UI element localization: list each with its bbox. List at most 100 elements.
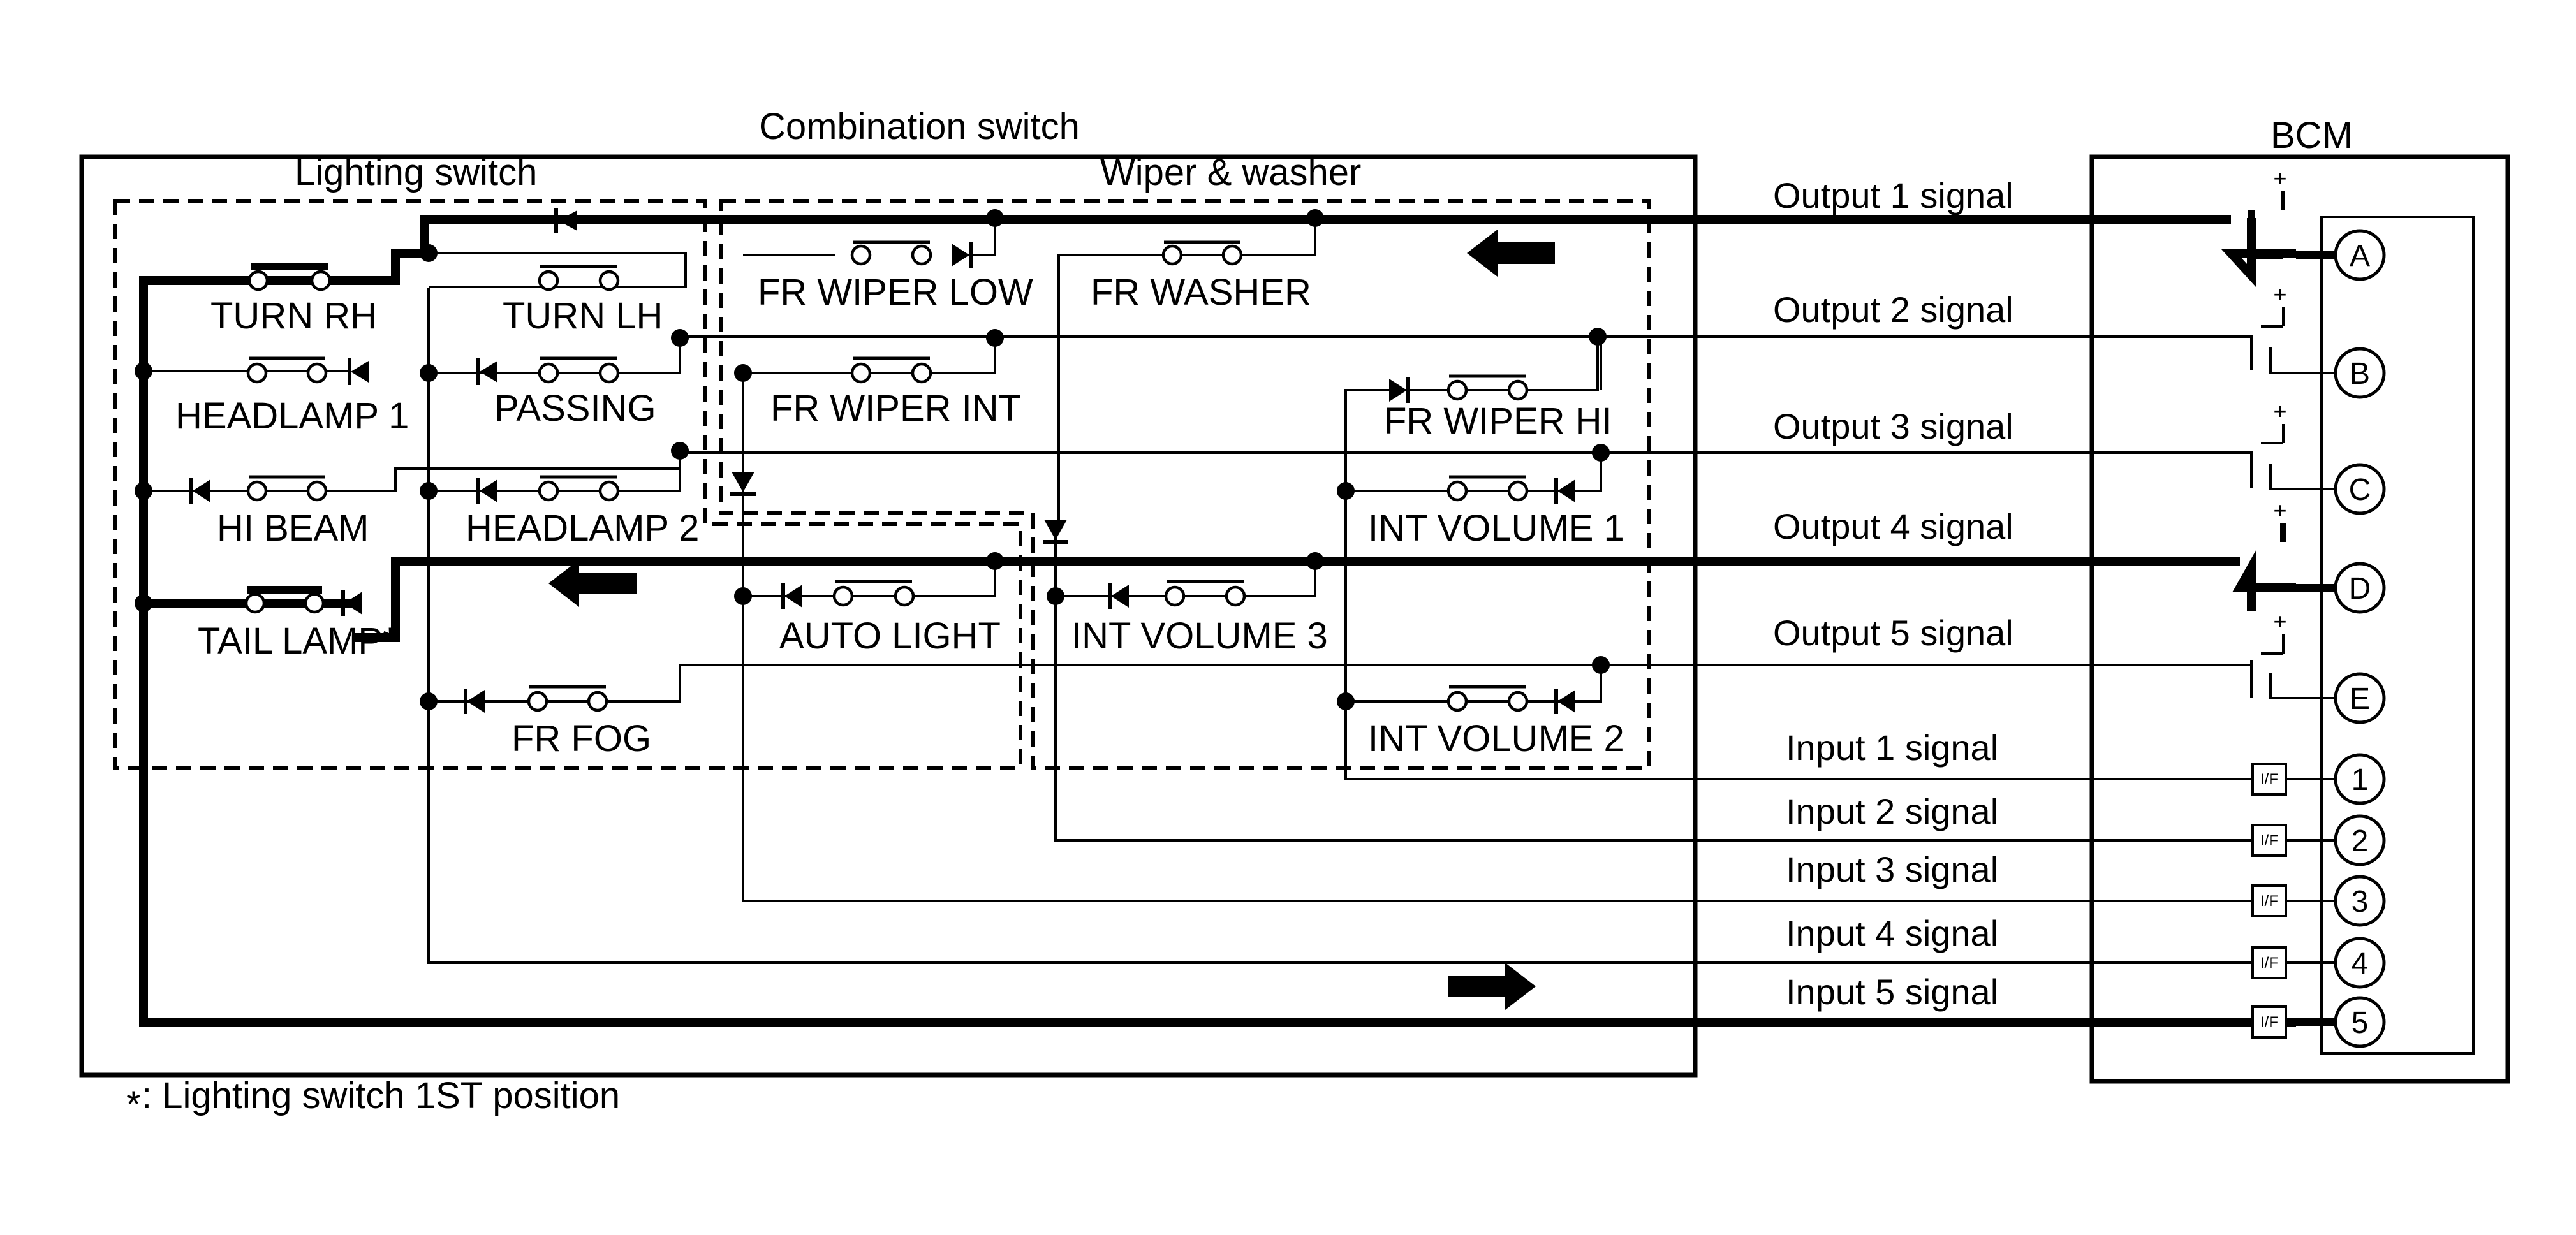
- bcm-title: BCM: [2271, 115, 2353, 156]
- label-output-5: Output 5 signal: [1773, 613, 2013, 653]
- svg-text:A: A: [2350, 239, 2370, 273]
- diode-int-volume-3: [1108, 583, 1129, 609]
- label-input-3: Input 3 signal: [1786, 849, 1998, 889]
- transistor-a: +: [2248, 165, 2287, 261]
- label-int-volume-1: INT VOLUME 1: [1368, 508, 1624, 549]
- switch-turn-rh: [247, 263, 332, 291]
- switch-fr-fog: [527, 685, 608, 712]
- bcm-transistors: + + + + +: [2248, 165, 2287, 655]
- transistor-d: +: [2273, 497, 2287, 542]
- combination-switch-title: Combination switch: [759, 106, 1080, 147]
- terminal-1: 1: [2296, 753, 2386, 805]
- bcm-box: [2089, 154, 2510, 1084]
- label-input-2: Input 2 signal: [1786, 791, 1998, 831]
- combination-switch-box: [79, 154, 1698, 1078]
- svg-text:I/F: I/F: [2260, 1014, 2278, 1031]
- if-box-1: I/F: [2251, 763, 2296, 796]
- switch-fr-wiper-int: [850, 356, 932, 384]
- terminal-b: B: [2296, 347, 2386, 399]
- svg-text:4: 4: [2352, 947, 2369, 981]
- if-box-4: I/F: [2251, 946, 2296, 979]
- svg-text:E: E: [2350, 682, 2370, 716]
- label-turn-rh: TURN RH: [210, 295, 377, 337]
- svg-text:5: 5: [2352, 1006, 2369, 1040]
- diode-hi-beam: [189, 478, 210, 504]
- label-passing: PASSING: [494, 388, 656, 429]
- label-tail-lamp: TAIL LAMP*: [198, 620, 397, 662]
- label-output-1: Output 1 signal: [1773, 175, 2013, 216]
- svg-text:2: 2: [2352, 824, 2369, 858]
- diode-input-2-vertical: [1043, 520, 1068, 544]
- terminal-a: A: [2296, 229, 2386, 281]
- label-fr-wiper-hi: FR WIPER HI: [1384, 400, 1612, 442]
- bcm-terminals: A B C D E 1 2 3 4 5: [2296, 229, 2386, 1048]
- label-input-1: Input 1 signal: [1786, 727, 1998, 768]
- signal-labels: Output 1 signal Output 2 signal Output 3…: [1773, 175, 2013, 1012]
- arrow-right-input5: [1448, 963, 1536, 1010]
- transistor-b: +: [2261, 281, 2287, 328]
- diodes: [189, 208, 1575, 714]
- svg-text:I/F: I/F: [2260, 893, 2278, 910]
- footnote-mark: *: [126, 1084, 141, 1125]
- diode-int-volume-1: [1554, 478, 1575, 504]
- diode-input-3-vertical: [730, 472, 756, 496]
- label-int-volume-3: INT VOLUME 3: [1071, 615, 1328, 657]
- switch-labels: TURN RH TURN LH HEADLAMP 1 PASSING HI BE…: [175, 272, 1624, 759]
- plus-symbol: +: [2273, 398, 2286, 424]
- switch-turn-lh: [538, 265, 620, 291]
- junctions: [135, 209, 1610, 710]
- label-output-4: Output 4 signal: [1773, 506, 2013, 546]
- label-int-volume-2: INT VOLUME 2: [1368, 718, 1624, 759]
- label-fr-wiper-int: FR WIPER INT: [770, 388, 1021, 429]
- transistor-e: +: [2261, 608, 2287, 655]
- svg-text:B: B: [2350, 357, 2370, 391]
- switch-fr-wiper-hi: [1446, 374, 1529, 401]
- label-output-2: Output 2 signal: [1773, 289, 2013, 330]
- label-auto-light: AUTO LIGHT: [779, 615, 1001, 657]
- label-fr-wiper-low: FR WIPER LOW: [758, 272, 1033, 313]
- terminal-5: 5: [2296, 996, 2386, 1048]
- switch-int-volume-2: [1446, 685, 1529, 712]
- if-box-3: I/F: [2251, 884, 2296, 917]
- switch-auto-light: [832, 580, 915, 607]
- plus-symbol: +: [2273, 165, 2286, 191]
- wiper-washer-title: Wiper & washer: [1100, 152, 1361, 193]
- diode-fr-fog: [464, 689, 485, 714]
- lighting-switch-boundary: [113, 199, 1022, 770]
- terminal-3: 3: [2296, 875, 2386, 927]
- svg-text:I/F: I/F: [2260, 954, 2278, 972]
- diode-top-left: [554, 208, 577, 233]
- transistor-c: +: [2261, 398, 2287, 444]
- label-input-5: Input 5 signal: [1786, 972, 1998, 1012]
- diode-headlamp-2: [476, 478, 497, 504]
- svg-text:I/F: I/F: [2260, 771, 2278, 788]
- wiper-washer-boundary: [719, 199, 1651, 770]
- switch-passing: [538, 356, 620, 384]
- switch-hi-beam: [246, 475, 328, 502]
- plus-symbol: +: [2273, 497, 2286, 523]
- diode-fr-wiper-low: [952, 242, 973, 268]
- diode-tail-lamp: [341, 590, 362, 616]
- label-fr-fog: FR FOG: [512, 718, 651, 759]
- bcm-connector-block: [2320, 216, 2475, 1055]
- lighting-switch-title: Lighting switch: [295, 152, 537, 193]
- terminal-4: 4: [2296, 937, 2386, 989]
- switch-fr-washer: [1161, 240, 1243, 266]
- switch-int-volume-3: [1164, 580, 1246, 607]
- svg-text:1: 1: [2352, 763, 2369, 797]
- diode-int-volume-2: [1554, 689, 1575, 714]
- terminal-c: C: [2296, 463, 2386, 515]
- switch-int-volume-1: [1446, 475, 1529, 502]
- diode-headlamp-1: [348, 358, 369, 385]
- label-headlamp-1: HEADLAMP 1: [175, 395, 409, 437]
- switch-fr-wiper-low: [850, 240, 932, 266]
- diode-passing: [476, 358, 497, 385]
- diode-fr-wiper-hi: [1389, 377, 1410, 403]
- svg-text:D: D: [2349, 572, 2371, 606]
- svg-text:C: C: [2349, 473, 2371, 507]
- switch-headlamp-2: [538, 475, 620, 502]
- svg-text:3: 3: [2352, 885, 2369, 919]
- plus-symbol: +: [2273, 281, 2286, 307]
- label-headlamp-2: HEADLAMP 2: [466, 508, 699, 549]
- switch-headlamp-1: [246, 356, 328, 384]
